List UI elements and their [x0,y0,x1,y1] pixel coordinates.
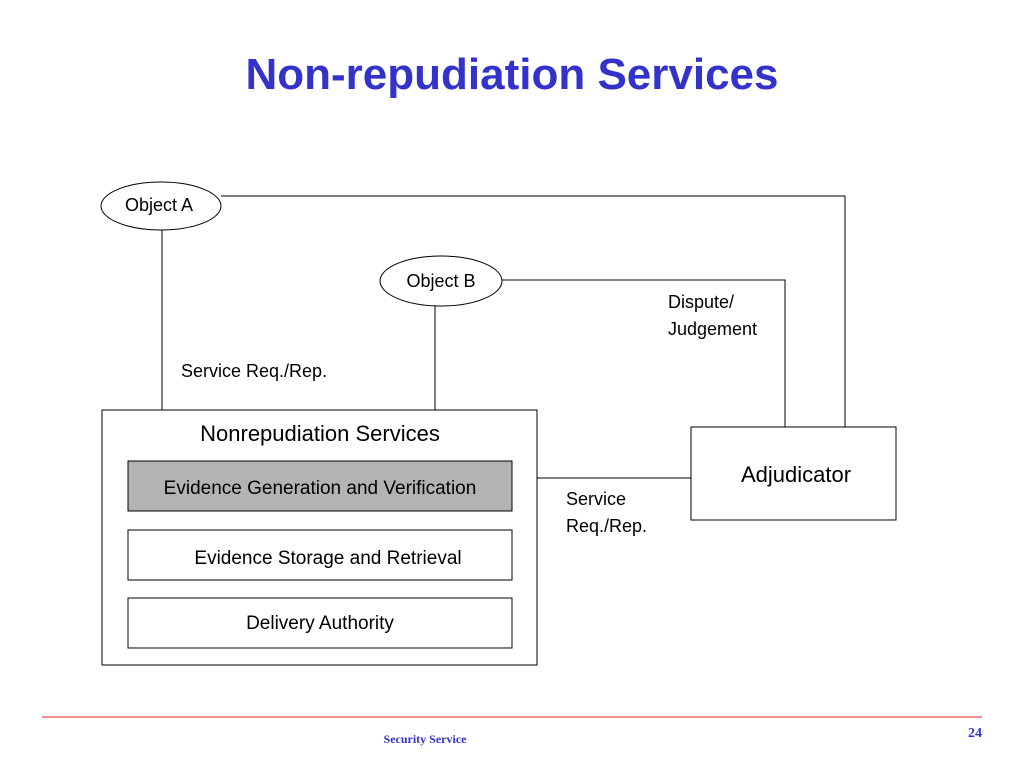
evidence-generation-label: Evidence Generation and Verification [164,478,477,499]
object-b-node: Object B [379,255,503,307]
nonrepudiation-services-title: Nonrepudiation Services [200,421,440,446]
service-req-right-line2: Req./Rep. [566,516,647,536]
evidence-storage-box: Evidence Storage and Retrieval [127,529,513,581]
dispute-label-line2: Judgement [668,319,757,339]
adjudicator-label: Adjudicator [741,462,851,487]
object-a-node: Object A [100,181,222,231]
delivery-authority-box: Delivery Authority [127,597,513,649]
object-a-label: Object A [125,195,193,215]
connector-object-b-adjudicator [502,279,786,427]
dispute-label-line1: Dispute/ [668,292,734,312]
nonrepudiation-services-box: Nonrepudiation Services Evidence Generat… [101,409,538,666]
evidence-generation-box: Evidence Generation and Verification [127,460,513,512]
service-req-left-label: Service Req./Rep. [181,361,327,381]
footer-label: Security Service [383,732,467,746]
service-req-right-line1: Service [566,489,626,509]
slide-title: Non-repudiation Services [245,50,779,99]
delivery-authority-label: Delivery Authority [246,613,394,634]
page-number: 24 [968,726,982,741]
object-b-label: Object B [406,271,475,291]
evidence-storage-label: Evidence Storage and Retrieval [194,548,461,569]
connector-object-a-adjudicator [221,195,846,427]
adjudicator-box: Adjudicator [690,426,897,521]
